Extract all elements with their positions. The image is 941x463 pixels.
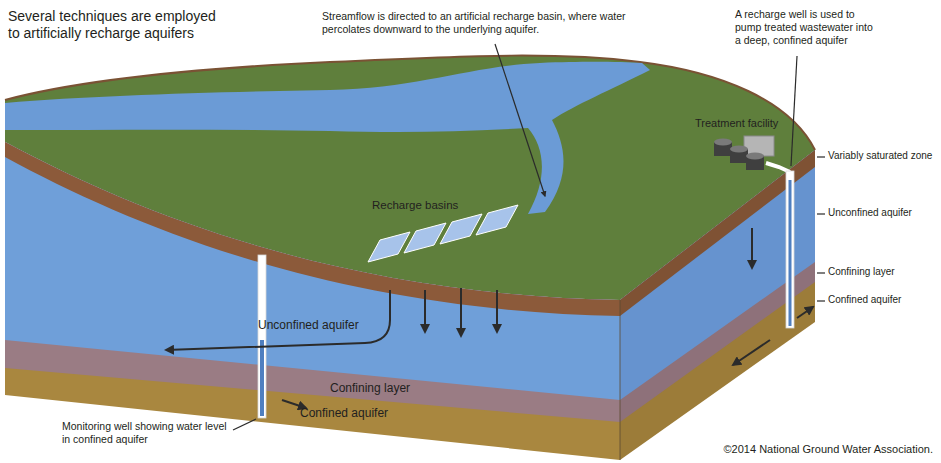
layer-label: Confining layer (330, 381, 410, 396)
confined-aquifer-layer (620, 150, 815, 460)
layer-label: Confined aquifer (300, 406, 388, 421)
confined-aquifer-layer (5, 142, 620, 460)
leader-line (495, 44, 545, 196)
unconfined-aquifer-layer (5, 142, 620, 400)
treatment-tank (730, 146, 748, 153)
flow-arrow (424, 290, 426, 332)
flow-arrow (751, 228, 753, 268)
diagram-title: Several techniques are employed to artif… (8, 8, 223, 42)
monitoring-well (258, 255, 266, 418)
leader-line (791, 56, 797, 166)
layer-label: Confining layer (828, 266, 895, 278)
leader-line (817, 272, 825, 273)
treatment-tank (714, 139, 732, 146)
flow-arrow (797, 307, 813, 318)
copyright-note: ©2014 National Ground Water Association. (724, 443, 933, 456)
leader-line (233, 419, 256, 430)
treatment-tank (746, 153, 764, 160)
recharge-basin (440, 214, 482, 244)
recharge-basin (368, 232, 410, 262)
layer-label: Variably saturated zone (828, 150, 932, 162)
leader-line (817, 213, 825, 214)
callout-text: Monitoring well showing water level in c… (62, 420, 227, 446)
confining-layer (5, 142, 620, 422)
recharge-well (786, 171, 794, 328)
recharge-basin (404, 223, 446, 253)
well-water (789, 180, 792, 326)
leader-line (817, 156, 825, 157)
variably-saturated-zone (5, 142, 620, 316)
layer-label: Confined aquifer (828, 294, 901, 306)
flow-arrow (733, 340, 770, 365)
flow-arrow (166, 290, 390, 350)
flow-arrow (496, 290, 498, 332)
recharge-basin (476, 205, 518, 235)
confining-layer (620, 150, 815, 422)
flow-arrow (460, 288, 462, 336)
callout-text: Streamflow is directed to an artificial … (322, 10, 657, 36)
leader-line (817, 300, 825, 301)
unconfined-aquifer-layer (620, 150, 815, 400)
layer-label: Unconfined aquifer (258, 318, 359, 333)
well-water (260, 340, 264, 416)
part-label: Recharge basins (372, 198, 458, 212)
block-edge (620, 300, 621, 460)
callout-text: A recharge well is used to pump treated … (735, 8, 875, 46)
part-label: Treatment facility (695, 117, 778, 130)
layer-label: Unconfined aquifer (828, 207, 912, 219)
